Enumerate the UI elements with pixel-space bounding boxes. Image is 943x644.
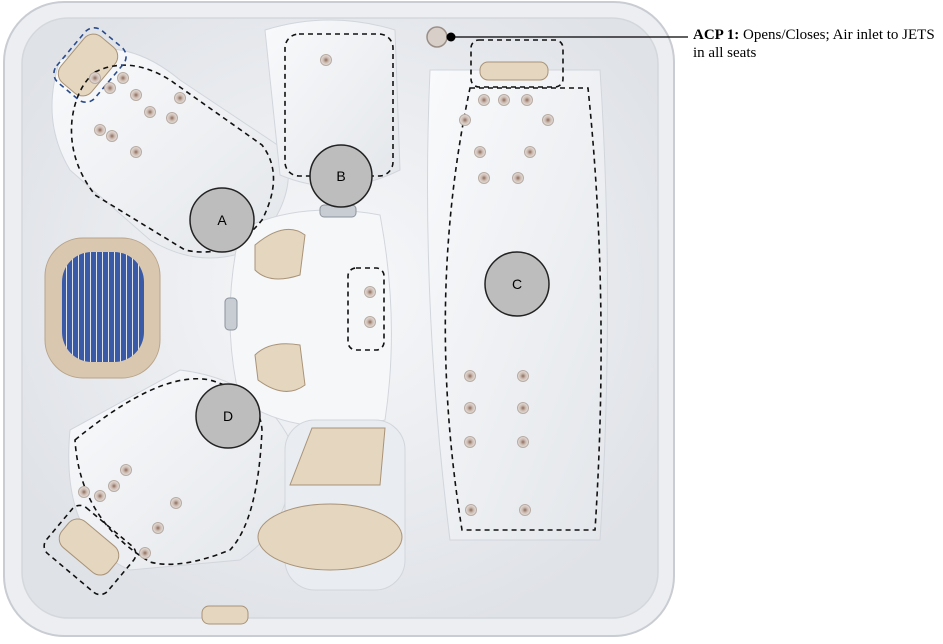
jet-nozzle (140, 548, 151, 559)
jet-nozzle (95, 491, 106, 502)
jet-nozzle (513, 173, 524, 184)
zone-marker-b: B (310, 145, 372, 207)
bench-pad (258, 504, 402, 570)
jet-nozzle (118, 73, 129, 84)
acp-callout: ACP 1: Opens/Closes; Air inlet to JETS i… (693, 26, 943, 62)
jet-nozzle (145, 107, 156, 118)
zone-marker-b-label: B (336, 168, 345, 184)
jet-nozzle (167, 113, 178, 124)
jet-nozzle (365, 287, 376, 298)
zone-marker-a: A (190, 188, 254, 252)
jet-nozzle (121, 465, 132, 476)
jet-nozzle (321, 55, 332, 66)
jet-nozzle (525, 147, 536, 158)
jet-nozzle (522, 95, 533, 106)
jet-nozzle (131, 147, 142, 158)
filter-grille (62, 252, 144, 362)
jet-nozzle (105, 83, 116, 94)
zone-marker-c-label: C (512, 276, 522, 292)
jet-nozzle (499, 95, 510, 106)
acp-pointer-dot (447, 33, 456, 42)
zone-marker-d-label: D (223, 408, 233, 424)
jet-nozzle (518, 437, 529, 448)
jet-nozzle (107, 131, 118, 142)
side-control-strip (225, 298, 237, 330)
topside-control-panel (202, 606, 248, 624)
jet-nozzle (90, 73, 101, 84)
jet-nozzle (475, 147, 486, 158)
jet-nozzle (465, 403, 476, 414)
acp-callout-title: ACP 1: (693, 27, 739, 43)
jet-nozzle (518, 371, 529, 382)
jet-nozzle (520, 505, 531, 516)
jet-nozzle (465, 437, 476, 448)
jet-nozzle (153, 523, 164, 534)
jet-nozzle (175, 93, 186, 104)
jet-nozzle (543, 115, 554, 126)
jet-nozzle (365, 317, 376, 328)
jet-nozzle (460, 115, 471, 126)
jet-nozzle (518, 403, 529, 414)
jet-nozzle (79, 487, 90, 498)
zone-marker-d: D (196, 384, 260, 448)
jet-nozzle (465, 371, 476, 382)
acp-valve-knob[interactable] (427, 27, 447, 47)
jet-nozzle (479, 95, 490, 106)
zone-marker-a-label: A (217, 212, 227, 228)
jet-nozzle (466, 505, 477, 516)
pillow-seat-c (480, 62, 548, 80)
jet-nozzle (109, 481, 120, 492)
jet-nozzle (131, 90, 142, 101)
jet-nozzle (479, 173, 490, 184)
jet-nozzle (171, 498, 182, 509)
jet-nozzle (95, 125, 106, 136)
zone-marker-c: C (485, 252, 549, 316)
